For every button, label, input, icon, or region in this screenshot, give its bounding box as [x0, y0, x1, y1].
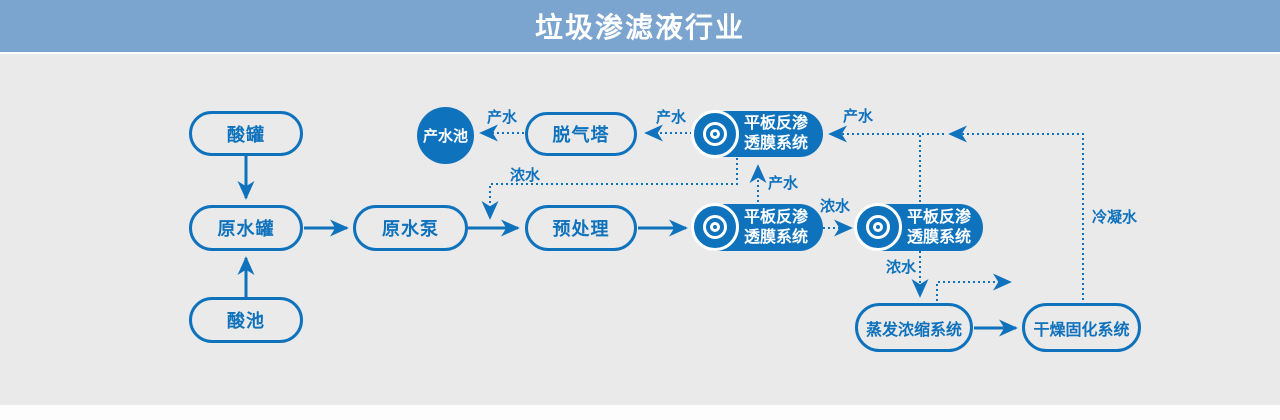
ro-disc-icon	[854, 203, 902, 251]
dotted-condensate-riser	[948, 125, 1084, 300]
label-concentrate-recycle: 浓水	[510, 167, 541, 184]
label-product-water-to-pool: 产水	[487, 109, 518, 126]
node-degassing-tower-label: 脱气塔	[552, 125, 610, 145]
node-raw-water-pump: 原水泵	[353, 205, 468, 251]
node-acid-tank-label: 酸罐	[227, 124, 265, 145]
node-ro-system-stage2: 平板反渗透膜系统	[854, 203, 983, 251]
dotted-ro-top-concentrate-recycle	[481, 158, 738, 220]
node-pretreatment-label: 预处理	[552, 219, 610, 239]
page-title: 垃圾渗滤液行业	[534, 12, 745, 43]
ro-disc-ring	[866, 215, 890, 239]
node-ro-system-top-label: 平板反渗透膜系统	[744, 115, 809, 152]
node-drying-system: 干燥固化系统	[1022, 303, 1141, 352]
node-ro-system-top: 平板反渗透膜系统	[691, 109, 823, 158]
node-product-water-pool-label: 产水池	[422, 128, 468, 145]
ro-disc-ring	[703, 215, 727, 239]
node-ro-system-stage1: 平板反渗透膜系统	[691, 203, 823, 251]
ro-disc-icon	[691, 203, 739, 251]
title-banner: 垃圾渗滤液行业	[0, 0, 1280, 54]
node-pretreatment: 预处理	[525, 205, 637, 251]
node-raw-water-pump-label: 原水泵	[382, 219, 439, 239]
label-concentrate-to-evaporation: 浓水	[886, 259, 917, 276]
node-raw-water-tank: 原水罐	[189, 205, 303, 251]
node-ro-system-stage1-label: 平板反渗透膜系统	[744, 208, 809, 246]
label-product-water-into-ro-top: 产水	[843, 108, 874, 125]
node-evaporation-system: 蒸发浓缩系统	[855, 303, 973, 352]
node-acid-tank: 酸罐	[189, 111, 303, 156]
node-drying-system-label: 干燥固化系统	[1033, 321, 1130, 339]
node-evaporation-system-label: 蒸发浓缩系统	[865, 321, 962, 339]
node-product-water-pool: 产水池	[417, 107, 474, 164]
footer-strip	[0, 405, 1280, 420]
dotted-evaporation-condensate-out	[936, 273, 1012, 301]
ro-disc-icon	[691, 109, 739, 158]
label-product-water-to-degassing: 产水	[656, 109, 687, 126]
node-degassing-tower: 脱气塔	[525, 112, 637, 156]
ro-disc-dot	[710, 222, 720, 232]
node-ro-system-stage2-label: 平板反渗透膜系统	[907, 208, 972, 246]
ro-disc-dot	[873, 222, 883, 232]
ro-disc-dot	[710, 128, 720, 139]
node-raw-water-tank-label: 原水罐	[217, 219, 275, 239]
node-acid-pool: 酸池	[189, 297, 303, 343]
node-acid-pool-label: 酸池	[227, 311, 265, 331]
label-product-water-stage1-up: 产水	[768, 175, 799, 192]
label-condensate-return: 冷凝水	[1092, 209, 1138, 226]
ro-disc-ring	[703, 121, 727, 146]
label-concentrate-stage1-to-stage2: 浓水	[820, 198, 851, 215]
